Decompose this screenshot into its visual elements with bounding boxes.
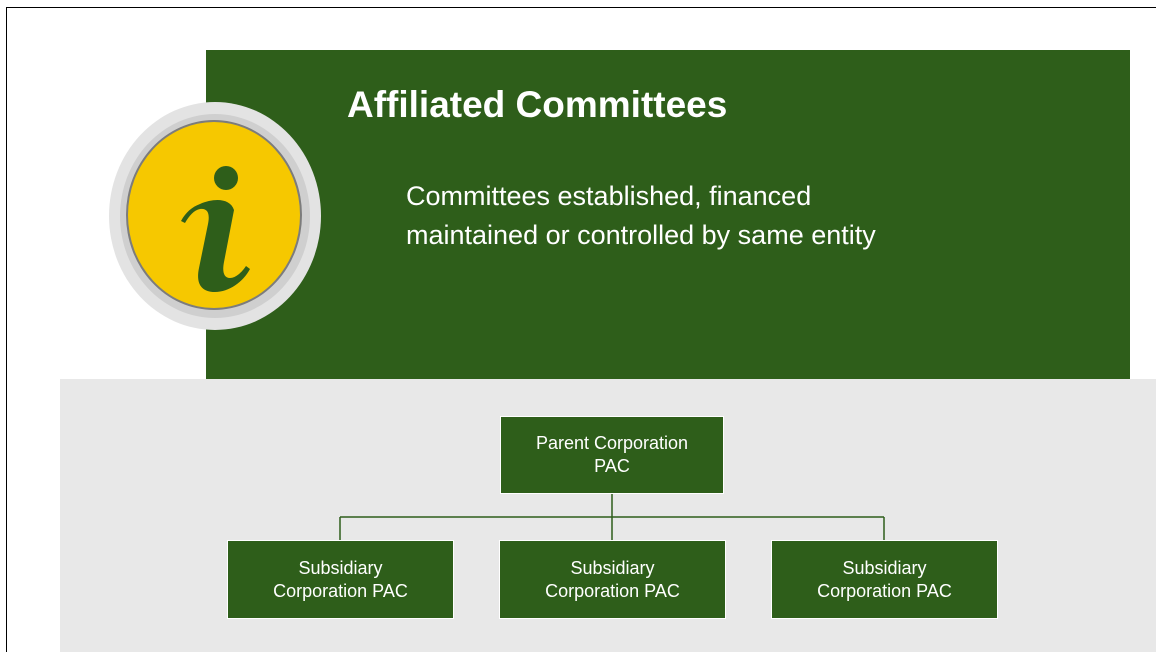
org-node-subsidiary-3-line-2: Corporation PAC [817, 580, 952, 601]
info-icon [126, 120, 302, 310]
slide-subtitle-line-2: maintained or controlled by same entity [406, 220, 876, 250]
org-node-parent-corporation-pac: Parent Corporation PAC [500, 416, 724, 494]
slide-subtitle-line-1: Committees established, financed [406, 181, 812, 211]
header-panel [206, 50, 1130, 379]
slide-frame-left [6, 7, 7, 652]
org-node-subsidiary-2-line-2: Corporation PAC [545, 580, 680, 601]
org-node-subsidiary-1-line-1: Subsidiary [298, 557, 383, 578]
slide-frame-top [6, 7, 1156, 8]
org-node-parent-line-1: Parent Corporation [535, 433, 689, 453]
slide-subtitle: Committees established, financed maintai… [406, 177, 1046, 255]
org-node-subsidiary-2-line-1: Subsidiary [570, 557, 655, 578]
info-icon-ring-inner [120, 114, 310, 318]
org-node-subsidiary-1-line-2: Corporation PAC [273, 580, 408, 601]
org-node-subsidiary-3-label: Subsidiary Corporation PAC [817, 557, 952, 603]
org-node-subsidiary-3: Subsidiary Corporation PAC [771, 540, 998, 619]
org-node-subsidiary-1-label: Subsidiary Corporation PAC [273, 557, 408, 603]
org-node-subsidiary-2: Subsidiary Corporation PAC [499, 540, 726, 619]
org-node-subsidiary-3-line-1: Subsidiary [842, 557, 927, 578]
info-icon-ring [109, 102, 321, 330]
org-node-parent-line-2: PAC [594, 456, 630, 476]
org-node-parent-label: Parent Corporation PAC [536, 432, 688, 478]
slide-title: Affiliated Committees [347, 84, 728, 125]
org-node-subsidiary-2-label: Subsidiary Corporation PAC [545, 557, 680, 603]
org-node-subsidiary-1: Subsidiary Corporation PAC [227, 540, 454, 619]
